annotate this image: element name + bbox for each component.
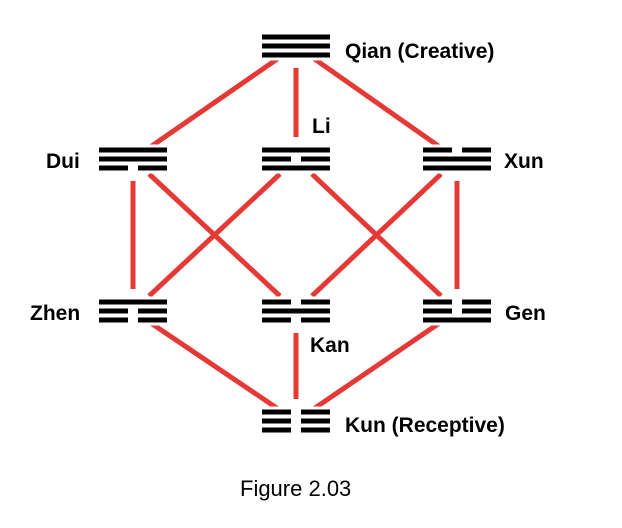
- trigram-line: [423, 308, 452, 314]
- trigram-zhen-icon: [95, 296, 171, 326]
- trigram-line: [423, 147, 452, 153]
- trigram-line: [262, 43, 330, 49]
- trigram-xun-icon: [419, 144, 495, 174]
- trigram-kan-icon: [258, 296, 334, 326]
- trigram-line: [99, 299, 167, 305]
- trigram-line: [262, 299, 291, 305]
- trigram-line: [423, 299, 452, 305]
- trigram-line: [99, 147, 167, 153]
- edge-li-zhen: [147, 172, 282, 298]
- trigram-line: [262, 418, 291, 424]
- edge-zhen-kun: [149, 321, 280, 411]
- trigram-line: [99, 308, 128, 314]
- trigrams: [95, 31, 495, 436]
- edge-gen-kun: [312, 321, 441, 411]
- trigram-line: [99, 156, 167, 162]
- trigram-line: [301, 317, 330, 323]
- edge-xun-kan: [310, 172, 443, 298]
- trigram-line: [262, 156, 291, 162]
- trigram-li-icon: [258, 144, 334, 174]
- trigram-line: [301, 427, 330, 433]
- trigram-line: [462, 299, 491, 305]
- label-xun: Xun: [504, 150, 544, 173]
- edge-qian-dui: [149, 56, 280, 149]
- trigram-line: [262, 147, 330, 153]
- trigram-line: [99, 317, 128, 323]
- trigram-line: [423, 165, 491, 171]
- trigram-dui-icon: [95, 144, 171, 174]
- trigram-line: [138, 165, 167, 171]
- trigram-line: [301, 156, 330, 162]
- trigram-line: [301, 299, 330, 305]
- label-dui: Dui: [46, 150, 80, 173]
- label-zhen: Zhen: [30, 302, 80, 325]
- trigram-line: [462, 147, 491, 153]
- trigram-line: [462, 308, 491, 314]
- trigram-line: [262, 308, 330, 314]
- label-gen: Gen: [505, 302, 546, 325]
- label-kan: Kan: [310, 334, 350, 357]
- trigram-gen-icon: [419, 296, 495, 326]
- trigram-line: [262, 409, 291, 415]
- trigram-line: [423, 317, 491, 323]
- trigram-line: [301, 418, 330, 424]
- trigram-line: [262, 317, 291, 323]
- label-kun: Kun (Receptive): [345, 414, 505, 437]
- trigram-line: [99, 165, 128, 171]
- figure-caption: Figure 2.03: [240, 476, 351, 501]
- trigram-line: [262, 52, 330, 58]
- trigram-line: [262, 427, 291, 433]
- trigram-line: [262, 165, 330, 171]
- trigram-qian-icon: [258, 31, 334, 61]
- trigram-line: [262, 34, 330, 40]
- trigram-kun-icon: [258, 406, 334, 436]
- label-qian: Qian (Creative): [345, 40, 494, 63]
- trigram-line: [138, 317, 167, 323]
- edge-qian-xun: [312, 56, 441, 149]
- edges: [130, 56, 460, 411]
- trigram-line: [423, 156, 491, 162]
- trigram-line: [301, 409, 330, 415]
- label-li: Li: [312, 115, 331, 138]
- trigram-line: [138, 308, 167, 314]
